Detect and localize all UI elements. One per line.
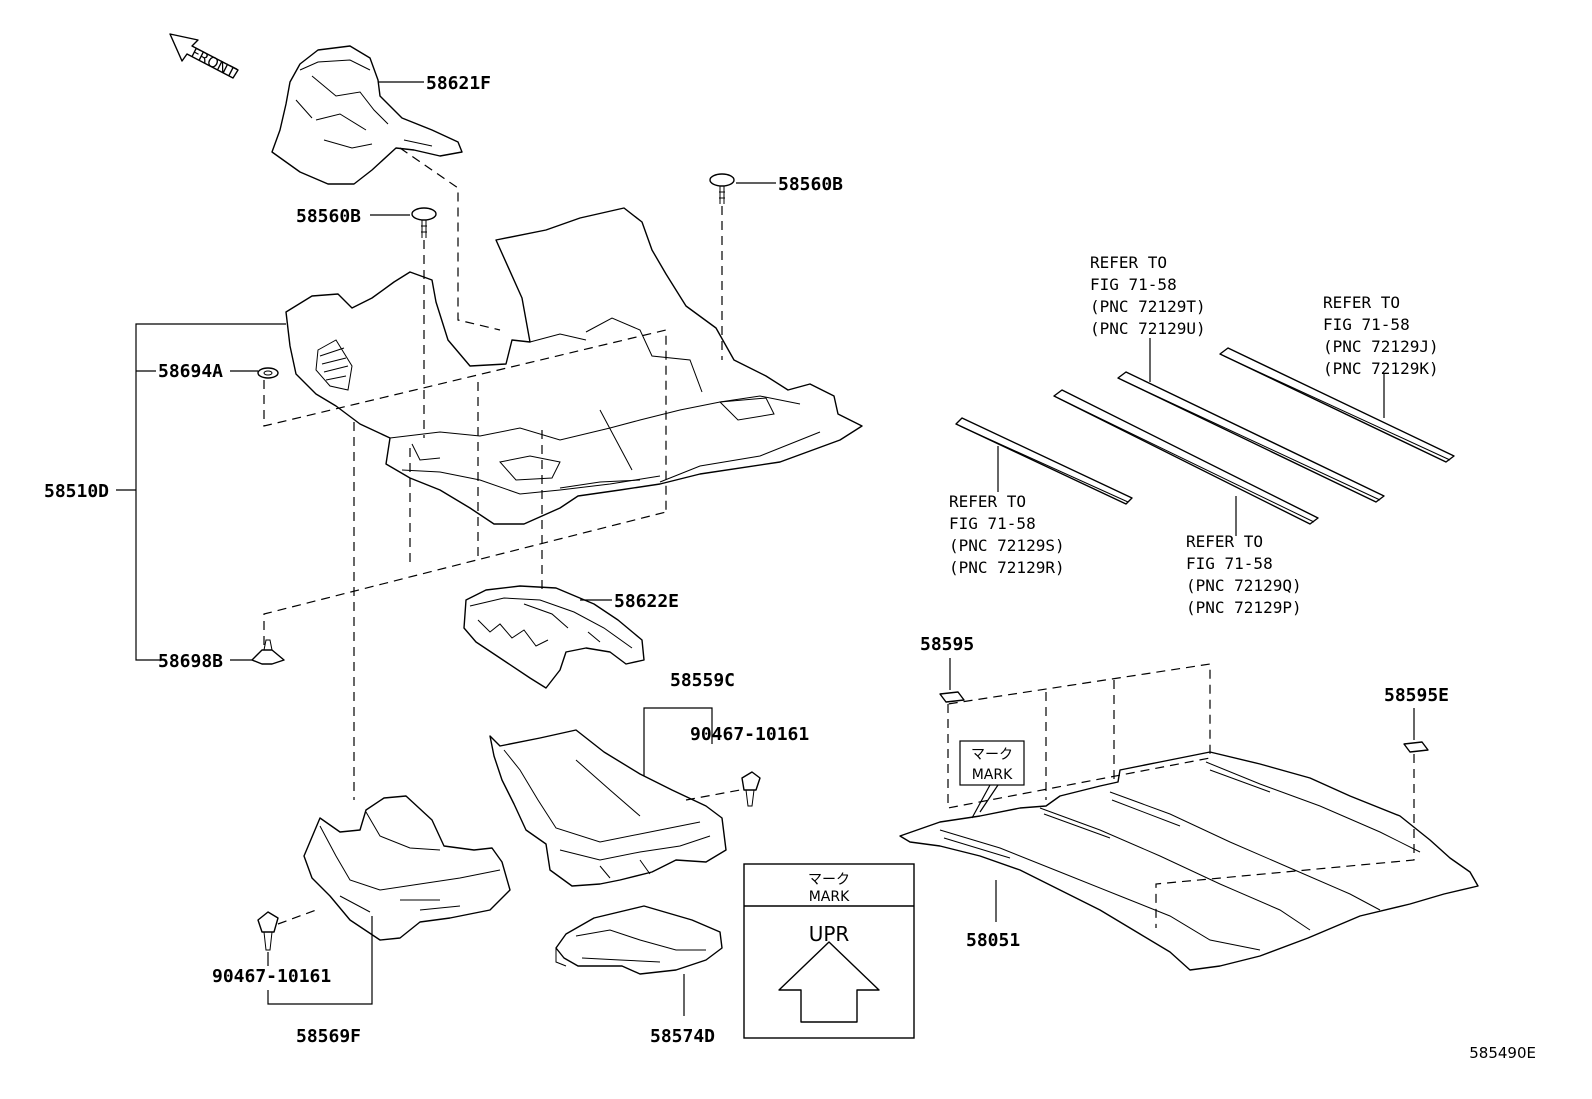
part-58569F-floor-insulator	[303, 795, 511, 941]
label-58560B-right: 58560B	[778, 174, 843, 195]
clip-58698B	[251, 639, 285, 665]
svg-text:(PNC 72129T): (PNC 72129T)	[1090, 297, 1206, 316]
svg-text:REFER TO: REFER TO	[949, 492, 1026, 511]
mark-legend-box	[743, 863, 915, 1039]
part-58559C-floor-insulator	[489, 729, 727, 887]
svg-text:REFER TO: REFER TO	[1323, 293, 1400, 312]
clip-58560B-right	[709, 173, 735, 204]
refer-note-72129QP: REFER TO FIG 71-58 (PNC 72129Q) (PNC 721…	[1186, 532, 1302, 617]
clip-58694A	[257, 367, 279, 379]
svg-text:(PNC 72129R): (PNC 72129R)	[949, 558, 1065, 577]
label-58698B: 58698B	[158, 651, 223, 672]
label-90467-upper: 90467-10161	[690, 724, 809, 745]
assembly-guide-lines	[263, 147, 1415, 928]
legend-mark-jp: マーク	[808, 872, 850, 888]
mark-callout-jp: マーク	[971, 747, 1013, 763]
svg-text:FIG 71-58: FIG 71-58	[949, 514, 1036, 533]
label-58574D: 58574D	[650, 1026, 715, 1047]
mark-callout-en: MARK	[972, 767, 1013, 783]
svg-text:REFER TO: REFER TO	[1090, 253, 1167, 272]
svg-text:(PNC 72129U): (PNC 72129U)	[1090, 319, 1206, 338]
label-58559C: 58559C	[670, 670, 735, 691]
tag-58595E	[1403, 741, 1429, 753]
label-58569F: 58569F	[296, 1026, 361, 1047]
legend-mark-en: MARK	[809, 889, 850, 905]
part-58621F-insulator	[271, 45, 463, 185]
svg-text:FIG 71-58: FIG 71-58	[1090, 275, 1177, 294]
refer-note-72129JK: REFER TO FIG 71-58 (PNC 72129J) (PNC 721…	[1323, 293, 1439, 378]
upr-arrow-icon	[778, 941, 880, 1023]
svg-text:(PNC 72129P): (PNC 72129P)	[1186, 598, 1302, 617]
label-58051: 58051	[966, 930, 1020, 951]
front-label: FRONT	[188, 45, 238, 81]
label-58560B-left: 58560B	[296, 206, 361, 227]
mark-callout	[959, 740, 1025, 819]
clip-90467-lower	[257, 911, 279, 951]
label-58510D: 58510D	[44, 481, 109, 502]
label-58595: 58595	[920, 634, 974, 655]
front-arrow-icon	[169, 33, 239, 79]
tag-58595	[939, 691, 965, 703]
part-58574D-tray	[555, 905, 723, 975]
svg-text:(PNC 72129Q): (PNC 72129Q)	[1186, 576, 1302, 595]
label-58621F: 58621F	[426, 73, 491, 94]
clip-58560B-left	[411, 207, 437, 238]
label-90467-lower: 90467-10161	[212, 966, 331, 987]
part-58622E-tunnel-insulator	[463, 585, 645, 689]
svg-text:FIG 71-58: FIG 71-58	[1323, 315, 1410, 334]
label-58595E: 58595E	[1384, 685, 1449, 706]
refer-note-72129TU: REFER TO FIG 71-58 (PNC 72129T) (PNC 721…	[1090, 253, 1206, 338]
svg-text:REFER TO: REFER TO	[1186, 532, 1263, 551]
clip-90467-upper	[741, 771, 761, 807]
part-58510D-front-carpet	[285, 207, 863, 525]
svg-text:(PNC 72129J): (PNC 72129J)	[1323, 337, 1439, 356]
label-58694A: 58694A	[158, 361, 223, 382]
label-58622E: 58622E	[614, 591, 679, 612]
part-58051-rear-carpet	[899, 751, 1479, 971]
legend-upr: UPR	[809, 922, 850, 946]
refer-note-72129SR: REFER TO FIG 71-58 (PNC 72129S) (PNC 721…	[949, 492, 1065, 577]
svg-text:FIG 71-58: FIG 71-58	[1186, 554, 1273, 573]
svg-text:(PNC 72129K): (PNC 72129K)	[1323, 359, 1439, 378]
rails-72129	[955, 347, 1455, 525]
figure-id: 585490E	[1469, 1044, 1536, 1062]
svg-text:(PNC 72129S): (PNC 72129S)	[949, 536, 1065, 555]
